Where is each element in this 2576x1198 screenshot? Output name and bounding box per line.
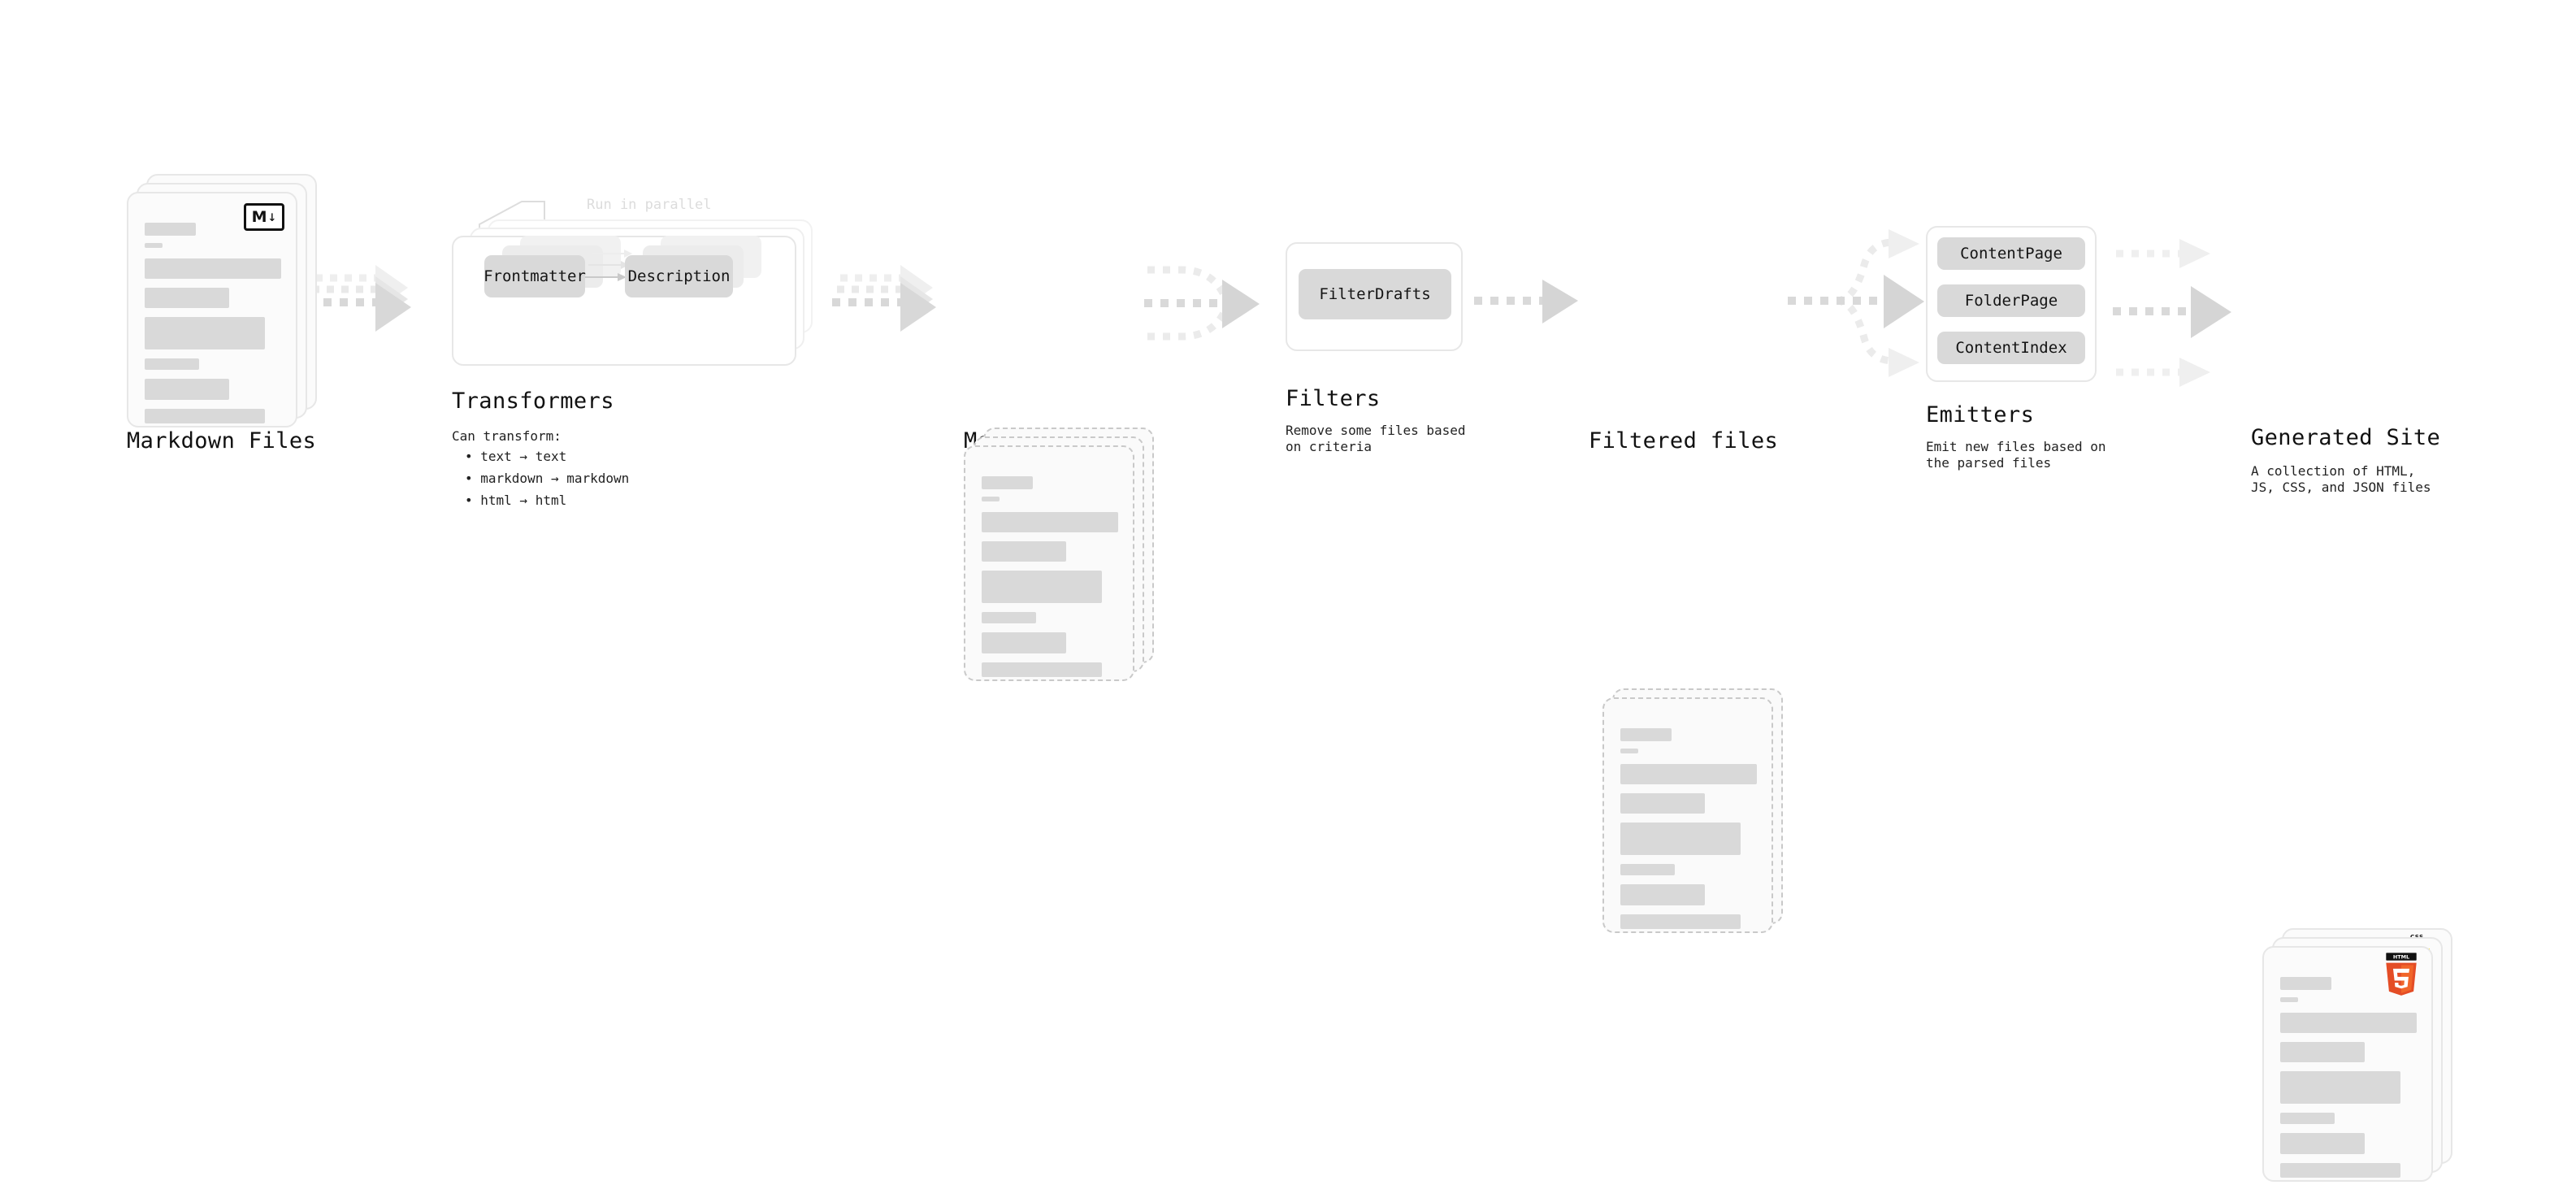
connector-filtered-to-emitters <box>1788 229 1924 377</box>
placeholder-bar <box>982 476 1033 489</box>
transformers-list-item: • html → html <box>465 493 567 508</box>
transformer-chip-label: Description <box>627 267 731 285</box>
placeholder-bar <box>145 409 265 423</box>
markdown-icon: M ↓ <box>244 203 284 231</box>
placeholder-bar <box>982 612 1037 623</box>
placeholder-bar <box>982 632 1067 653</box>
placeholder-bar <box>145 243 163 248</box>
stage-subtitle-generated-site: A collection of HTML, JS, CSS, and JSON … <box>2251 463 2431 495</box>
placeholder-bar <box>2280 997 2298 1002</box>
placeholder-bar <box>1620 793 1706 814</box>
markdown-icon-arrow: ↓ <box>267 208 277 225</box>
stage-subtitle-emitters: Emit new files based on the parsed files <box>1926 439 2106 471</box>
filtered-files-stack <box>1602 688 1783 949</box>
transformers-list-item: • text → text <box>465 449 567 464</box>
transformers-list-item: • markdown → markdown <box>465 471 630 486</box>
placeholder-bar <box>2280 1133 2366 1154</box>
connector-modified-to-filters <box>1144 266 1260 341</box>
placeholder-bar <box>2280 1113 2335 1124</box>
transformers-list-heading: Can transform: <box>452 428 562 444</box>
html5-icon: HTML <box>2386 953 2417 996</box>
document-sheet-front: HTML <box>2262 946 2433 1182</box>
placeholder-bar <box>1620 749 1638 753</box>
placeholder-bar <box>982 662 1102 677</box>
stage-title-transformers: Transformers <box>452 388 614 414</box>
stage-subtitle-filters: Remove some files based on criteria <box>1286 423 1466 454</box>
placeholder-bar <box>145 379 230 400</box>
placeholder-bar <box>145 288 230 308</box>
placeholder-bar <box>145 223 196 236</box>
connector-transformers-to-modified <box>832 265 936 332</box>
document-sheet-front <box>964 445 1134 681</box>
document-placeholder-lines <box>1620 728 1757 936</box>
placeholder-bar <box>1620 823 1741 855</box>
placeholder-bar <box>145 317 265 349</box>
emitter-chip-contentindex[interactable]: ContentIndex <box>1937 332 2085 364</box>
placeholder-bar <box>145 358 200 370</box>
placeholder-bar <box>1620 728 1672 741</box>
svg-text:HTML: HTML <box>2393 954 2409 961</box>
document-placeholder-lines <box>2280 977 2417 1185</box>
connector-markdown-to-transformers <box>307 265 411 332</box>
filter-chip-filterdrafts[interactable]: FilterDrafts <box>1299 269 1451 319</box>
modified-files-stack <box>964 428 1154 697</box>
placeholder-bar <box>2280 977 2331 990</box>
emitter-chip-label: FolderPage <box>1964 292 2058 310</box>
placeholder-bar <box>982 571 1102 603</box>
placeholder-bar <box>2280 1042 2366 1062</box>
stage-title-generated-site: Generated Site <box>2251 425 2441 450</box>
placeholder-bar <box>1620 914 1741 929</box>
placeholder-bar <box>982 512 1118 532</box>
transformer-chip-description[interactable]: Description <box>625 255 733 297</box>
run-in-parallel-label: Run in parallel <box>587 197 712 213</box>
connector-emitters-to-site <box>2113 239 2231 387</box>
pipeline-diagram: M ↓ M ↓ M ↓ <box>127 174 2452 1182</box>
document-placeholder-lines <box>145 223 281 431</box>
transformer-chip-label: Frontmatter <box>484 267 586 285</box>
document-sheet-front: M ↓ <box>127 192 297 428</box>
placeholder-bar <box>145 258 281 279</box>
placeholder-bar <box>1620 884 1706 905</box>
emitter-chip-label: ContentIndex <box>1955 339 2067 357</box>
emitter-chip-label: ContentPage <box>1960 245 2062 263</box>
stage-title-emitters: Emitters <box>1926 402 2035 428</box>
stage-title-filtered-files: Filtered files <box>1589 428 1779 454</box>
stage-title-markdown-files: Markdown Files <box>127 428 317 454</box>
emitter-chip-contentpage[interactable]: ContentPage <box>1937 237 2085 270</box>
generated-site-stack: CSS HTML <box>2262 928 2452 1198</box>
placeholder-bar <box>1620 864 1676 875</box>
placeholder-bar <box>2280 1163 2400 1178</box>
transformer-chip-frontmatter[interactable]: Frontmatter <box>484 255 586 297</box>
transformer-inner-arrows <box>583 250 632 281</box>
connector-filters-to-filtered <box>1474 280 1578 323</box>
placeholder-bar <box>1620 764 1757 784</box>
document-sheet-front <box>1602 697 1773 933</box>
placeholder-bar <box>982 497 1000 501</box>
placeholder-bar <box>2280 1013 2417 1033</box>
placeholder-bar <box>2280 1071 2400 1104</box>
placeholder-bar <box>982 541 1067 562</box>
filter-chip-label: FilterDrafts <box>1319 285 1431 303</box>
emitter-chip-folderpage[interactable]: FolderPage <box>1937 284 2085 317</box>
stage-title-filters: Filters <box>1286 386 1381 411</box>
transformers-group: Run in parallel Frontmatter Descript <box>452 197 834 372</box>
markdown-files-stack: M ↓ M ↓ M ↓ <box>127 174 317 444</box>
document-placeholder-lines <box>982 476 1118 684</box>
markdown-icon-letter: M <box>251 207 267 226</box>
